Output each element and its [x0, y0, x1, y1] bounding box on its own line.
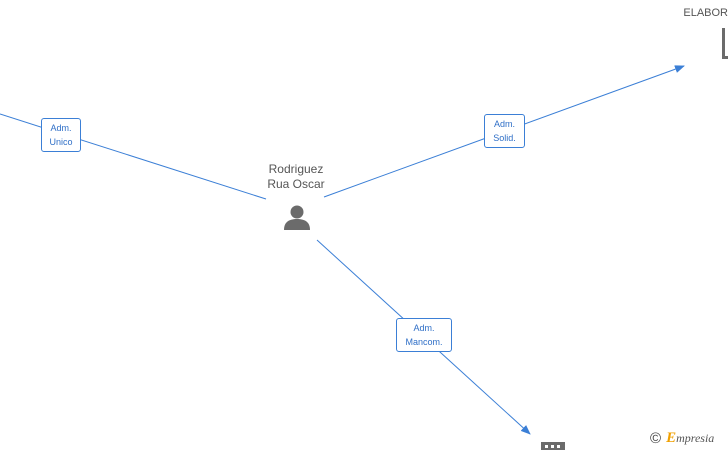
- role-adm-mancom[interactable]: Adm. Mancom.: [396, 318, 452, 352]
- empresia-watermark: © Empresia: [650, 430, 714, 447]
- role-adm-unico[interactable]: Adm. Unico: [41, 118, 81, 152]
- role-line2: Unico: [49, 137, 73, 147]
- role-line2: Mancom.: [405, 337, 443, 347]
- company-label-top-right[interactable]: ELABOR: [664, 6, 728, 20]
- person-name-line2: Rua Oscar: [267, 177, 325, 191]
- person-icon[interactable]: [284, 205, 310, 231]
- person-name-line1: Rodriguez: [268, 162, 324, 176]
- edge-unico: [0, 113, 267, 200]
- brand-initial: E: [666, 430, 677, 446]
- role-line2: Solid.: [493, 133, 516, 143]
- role-adm-solid[interactable]: Adm. Solid.: [484, 114, 525, 148]
- brand-logo: Empresia: [666, 430, 714, 447]
- person-name-label[interactable]: Rodriguez Rua Oscar: [256, 162, 336, 192]
- role-line1: Adm.: [50, 123, 72, 133]
- role-line1: Adm.: [493, 119, 515, 129]
- copyright-symbol: ©: [650, 430, 662, 447]
- role-line1: Adm.: [413, 323, 435, 333]
- building-icon[interactable]: [722, 28, 728, 59]
- building-icon[interactable]: [541, 442, 565, 450]
- brand-rest: mpresia: [676, 431, 715, 445]
- company-label-line1: ELABOR: [683, 7, 728, 19]
